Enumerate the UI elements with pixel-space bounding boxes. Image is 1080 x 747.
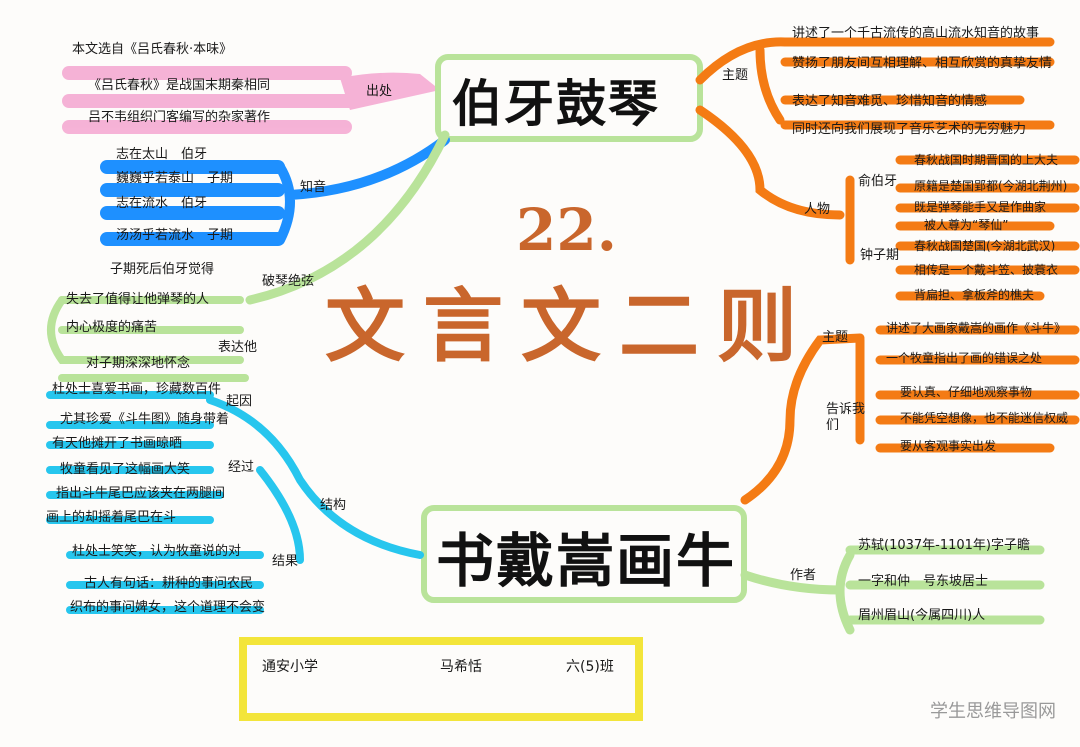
zhiyin-line-3: 志在流水 伯牙 <box>116 196 208 211</box>
pojue-intro: 子期死后伯牙觉得 <box>110 262 215 277</box>
qiyin-label: 起因 <box>226 394 253 409</box>
qiyin-line-2: 尤其珍爱《斗牛图》随身带着 <box>60 412 230 427</box>
source-label: 出处 <box>366 84 393 99</box>
pojue-line-3: 对子期深深地怀念 <box>86 356 191 371</box>
boya-theme-line-3: 表达了知音难觅、珍惜知音的情感 <box>792 94 988 109</box>
boya-title: 伯牙鼓琴 <box>452 75 660 133</box>
boya-theme-label: 主题 <box>722 68 749 83</box>
zhiyin-line-1: 志在太山 伯牙 <box>116 147 208 162</box>
shudai-theme-label: 主题 <box>822 330 849 345</box>
pojue-express: 表达他 <box>218 340 258 355</box>
source-line-2: 《吕氏春秋》是战国末期秦相同 <box>88 78 271 93</box>
boya-person-line-1: 春秋战国时期晋国的上大夫 <box>914 153 1059 167</box>
ziqi-person-line-3: 背扁担、拿板斧的樵夫 <box>914 288 1035 302</box>
boya-person-line-2: 原籍是楚国郢都(今湖北荆州) <box>914 179 1068 193</box>
author-label: 作者 <box>790 568 817 583</box>
pojue-line-2: 内心极度的痛苦 <box>66 320 158 335</box>
jingguo-line-4: 画上的却摇着尾巴在斗 <box>46 510 177 525</box>
watermark: 学生思维导图网 <box>930 701 1056 722</box>
lesson-label: 告诉我们 <box>826 402 866 433</box>
jieguo-line-1: 杜处士笑笑，认为牧童说的对 <box>72 544 242 559</box>
author-line-2: 一字和仲 号东坡居士 <box>858 574 989 589</box>
jieguo-label: 结果 <box>272 554 299 569</box>
zhiyin-line-4: 汤汤乎若流水 子期 <box>116 228 234 243</box>
boya-person-line-3: 既是弹琴能手又是作曲家 <box>914 200 1047 214</box>
people-label: 人物 <box>804 202 831 217</box>
structure-label: 结构 <box>320 498 347 513</box>
source-line-3: 吕不韦组织门客编写的杂家著作 <box>88 110 271 125</box>
zhiyin-label: 知音 <box>300 180 327 195</box>
footer-class: 六(5)班 <box>566 659 614 675</box>
ziqi-person-label: 钟子期 <box>860 248 900 263</box>
footer-school: 通安小学 <box>262 659 318 675</box>
source-line-1: 本文选自《吕氏春秋·本味》 <box>72 42 233 57</box>
shudai-theme-line-1: 讲述了大画家戴嵩的画作《斗牛》 <box>886 321 1067 335</box>
qiyin-line-1: 杜处士喜爱书画，珍藏数百件 <box>52 382 222 397</box>
boya-theme-line-2: 赞扬了朋友间互相理解、相互欣赏的真挚友情 <box>792 56 1053 71</box>
pojue-label: 破琴绝弦 <box>262 274 315 289</box>
zhiyin-line-2: 巍巍乎若泰山 子期 <box>116 171 234 186</box>
ziqi-person-line-1: 春秋战国楚国(今湖北武汉) <box>914 239 1056 253</box>
shudai-theme-line-2: 一个牧童指出了画的错误之处 <box>886 351 1043 365</box>
jingguo-line-1: 有天他摊开了书画晾晒 <box>52 436 183 451</box>
jieguo-line-2: 古人有句话：耕种的事问农民 <box>84 576 254 591</box>
boya-theme-line-1: 讲述了一个千古流传的高山流水知音的故事 <box>792 26 1040 41</box>
footer-name: 马希恬 <box>440 659 482 675</box>
lesson-number: 22. <box>516 196 617 264</box>
shudai-title: 书戴嵩画牛 <box>436 527 737 595</box>
jingguo-label: 经过 <box>228 460 255 475</box>
main-title: 文言文二则 <box>325 279 815 373</box>
ziqi-person-line-2: 相传是一个戴斗笠、披蓑衣 <box>914 263 1059 277</box>
pojue-line-1: 失去了值得让他弹琴的人 <box>66 292 210 307</box>
boya-theme-line-4: 同时还向我们展现了音乐艺术的无穷魅力 <box>792 122 1027 137</box>
jingguo-line-2: 牧童看见了这幅画大笑 <box>60 462 191 477</box>
lesson-line-3: 要从客观事实出发 <box>900 439 997 453</box>
author-line-3: 眉州眉山(今属四川)人 <box>858 608 986 623</box>
jieguo-line-3: 织布的事问婢女，这个道理不会变 <box>70 600 266 615</box>
jingguo-line-3: 指出斗牛尾巴应该夹在两腿间 <box>56 486 226 501</box>
lesson-line-2: 不能凭空想像，也不能迷信权威 <box>900 411 1069 425</box>
lesson-line-1: 要认真、仔细地观察事物 <box>900 385 1033 399</box>
author-line-1: 苏轼(1037年-1101年)字子瞻 <box>858 538 1031 553</box>
boya-person-line-4: 被人尊为“琴仙” <box>924 218 1009 232</box>
boya-person-label: 俞伯牙 <box>858 174 898 189</box>
